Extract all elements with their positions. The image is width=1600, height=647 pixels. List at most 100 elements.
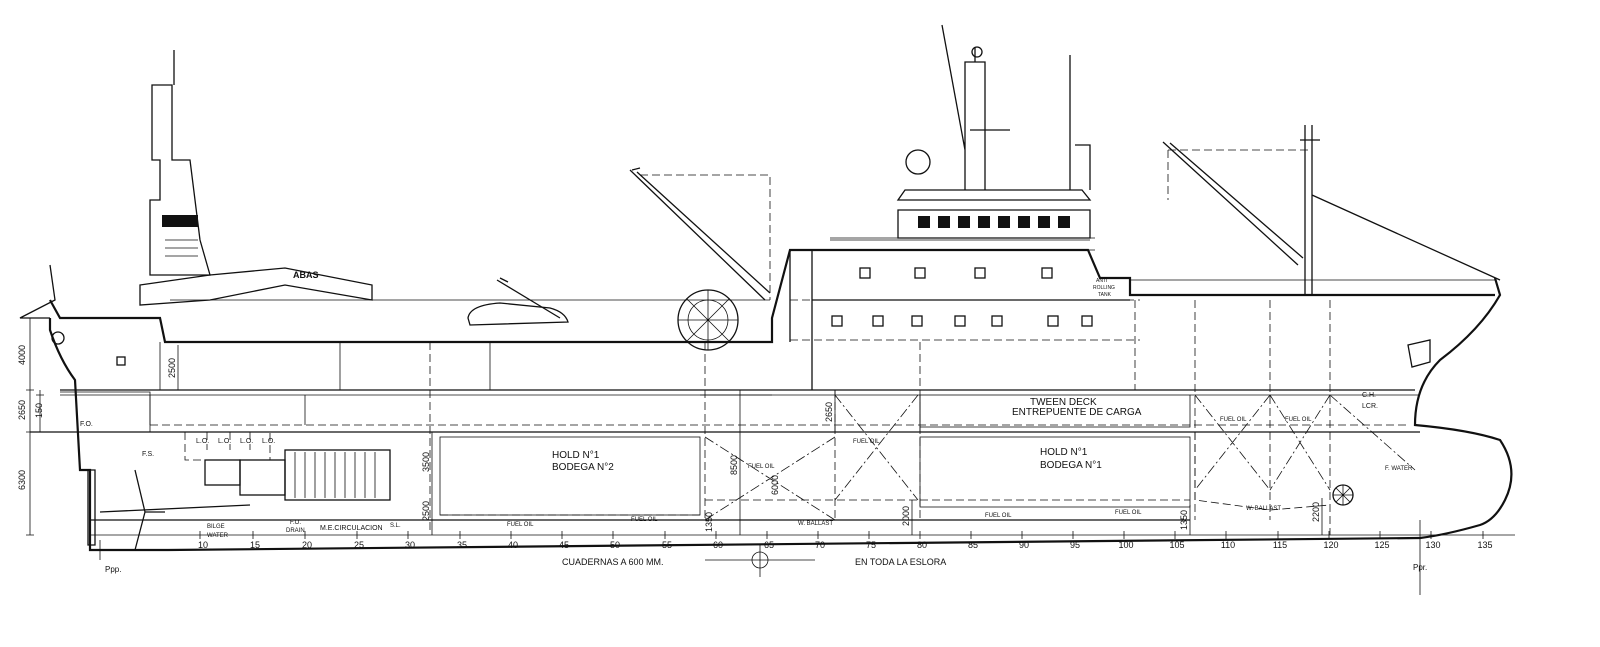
svg-text:ROLLING: ROLLING (1093, 285, 1115, 291)
frame-label: 120 (1323, 540, 1338, 550)
svg-text:M.E.CIRCULACION: M.E.CIRCULACION (320, 525, 383, 532)
bodega-2-label: BODEGA N°2 (552, 462, 614, 473)
gearbox (239, 459, 286, 496)
bodega-1-label: BODEGA N°1 (1040, 460, 1102, 471)
frame-label: 60 (713, 540, 723, 550)
svg-text:S.L.: S.L. (390, 523, 401, 529)
frame-label: 85 (968, 540, 978, 550)
anchor (1407, 339, 1431, 368)
svg-text:1350: 1350 (1179, 510, 1189, 530)
keel-line (167, 536, 1421, 552)
svg-text:2650: 2650 (17, 400, 27, 420)
aft-perpendicular-label: Ppp. (105, 565, 121, 574)
crane-forward (1162, 141, 1304, 266)
svg-text:FUEL OIL: FUEL OIL (507, 522, 534, 528)
svg-text:TANK: TANK (1098, 292, 1112, 298)
frame-label: 10 (198, 540, 208, 550)
frame-label: 20 (302, 540, 312, 550)
superstructure (19, 24, 1501, 390)
svg-text:F.O.: F.O. (80, 421, 93, 428)
frame-label: 75 (866, 540, 876, 550)
svg-text:DRAIN: DRAIN (286, 528, 305, 534)
svg-text:ANTI: ANTI (1096, 278, 1107, 284)
foremast (1300, 125, 1501, 295)
entrepuente-label: ENTREPUENTE DE CARGA (1012, 407, 1142, 418)
svg-text:4000: 4000 (17, 345, 27, 365)
propeller-shaft (99, 504, 251, 513)
hold-2-label: HOLD N°1 (552, 450, 600, 461)
frame-label: 110 (1221, 540, 1235, 550)
rescue-boat (467, 302, 569, 326)
main-deck-line (49, 248, 1495, 344)
crane-brand-label: ABAS (293, 270, 319, 280)
svg-text:2500: 2500 (167, 358, 177, 378)
svg-text:3500: 3500 (421, 452, 431, 472)
main-engine (284, 449, 391, 501)
frame-label: 65 (764, 540, 774, 550)
svg-text:WATER: WATER (207, 533, 229, 539)
frame-label: 95 (1070, 540, 1080, 550)
deck-rails (170, 239, 1495, 301)
svg-text:L.O.: L.O. (218, 438, 231, 445)
radar-dome (905, 149, 931, 175)
tanks-and-holds (60, 300, 1420, 551)
main-mast (941, 24, 1091, 190)
frame-label: 80 (917, 540, 927, 550)
svg-text:F.S.: F.S. (142, 451, 154, 458)
hold-2 (439, 436, 701, 516)
svg-text:BILGE: BILGE (207, 524, 225, 530)
dimensions: 4000 2650 150 6300 2500 3500 2500 8500 6… (17, 317, 1323, 536)
svg-text:2200: 2200 (1311, 502, 1321, 522)
frame-label: 40 (508, 540, 518, 550)
svg-text:W. BALLAST: W. BALLAST (1246, 506, 1281, 512)
frame-label: 50 (610, 540, 620, 550)
bow-profile (1413, 277, 1513, 540)
svg-text:8500: 8500 (729, 455, 739, 475)
hold-1 (919, 436, 1191, 508)
frame-label: 115 (1273, 540, 1287, 550)
full-length-note: EN TODA LA ESLORA (855, 557, 946, 567)
frame-label: 30 (405, 540, 415, 550)
fresh-water-label: F. WATER (1385, 466, 1413, 472)
svg-text:FUEL OIL: FUEL OIL (853, 439, 880, 445)
fwd-perpendicular-label: Ppr. (1413, 563, 1427, 572)
hull (30, 248, 1513, 552)
stern-profile (48, 318, 168, 552)
frame-label: 25 (354, 540, 364, 550)
svg-text:FUEL OIL: FUEL OIL (985, 513, 1012, 519)
svg-text:6000: 6000 (770, 475, 780, 495)
svg-text:2650: 2650 (824, 402, 834, 422)
stern-gantry (19, 264, 56, 319)
svg-text:FUEL OIL: FUEL OIL (1115, 510, 1142, 516)
svg-text:150: 150 (34, 403, 44, 418)
bridge-windows (918, 216, 1070, 228)
frame-label: 45 (559, 540, 569, 550)
frame-label: 90 (1019, 540, 1029, 550)
abas-crane-boom (139, 267, 373, 306)
frame-spacing-note: CUADERNAS A 600 MM. (562, 557, 664, 567)
midship-symbol (705, 545, 815, 577)
portholes (116, 267, 1093, 366)
frame-label: 55 (662, 540, 672, 550)
hold-1-label: HOLD N°1 (1040, 447, 1088, 458)
frame-label: 15 (250, 540, 260, 550)
svg-text:L.O.: L.O. (262, 438, 275, 445)
frame-label: 135 (1477, 540, 1492, 550)
svg-text:W. BALLAST: W. BALLAST (798, 521, 833, 527)
compartment-labels: TWEEN DECK ENTREPUENTE DE CARGA HOLD N°1… (80, 270, 1413, 539)
propeller (134, 469, 165, 551)
frame-scale: 10 15 20 25 30 35 40 45 50 55 60 65 70 7… (90, 520, 1515, 595)
frame-label: 105 (1169, 540, 1184, 550)
frame-label: 130 (1425, 540, 1440, 550)
tween-deck-label: TWEEN DECK (1030, 397, 1097, 408)
aft-crane-tower (149, 84, 211, 276)
frame-label: 35 (457, 540, 467, 550)
crane-mid-aft (629, 167, 771, 301)
svg-text:FUEL OIL: FUEL OIL (1285, 417, 1312, 423)
frame-label: 70 (815, 540, 825, 550)
svg-text:F.O.: F.O. (290, 520, 301, 526)
rudder (87, 469, 96, 546)
svg-text:FUEL OIL: FUEL OIL (1220, 417, 1247, 423)
svg-text:L.O.: L.O. (196, 438, 209, 445)
